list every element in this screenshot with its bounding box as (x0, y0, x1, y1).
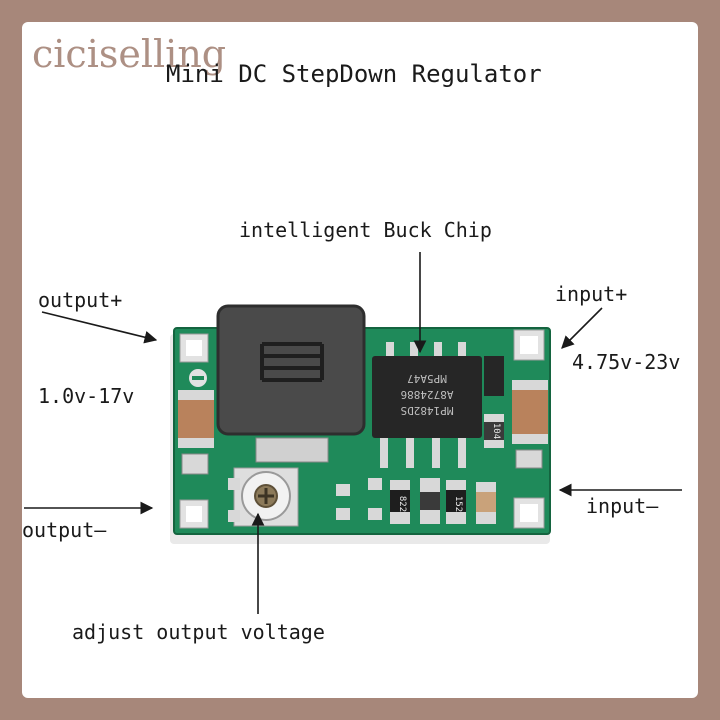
potentiometer[interactable] (233, 467, 299, 527)
resistor-marking-b: 152 (453, 496, 463, 512)
chip-marking-2: A8724886 (401, 388, 454, 401)
input-plus-arrow (561, 307, 603, 349)
input-plus-label: input+ (555, 282, 628, 306)
resistor-marking-a: 822 (397, 496, 407, 512)
output-range-label: 1.0v-17v (38, 384, 135, 408)
chip-marking-1: MP1482DS (401, 404, 454, 417)
regulator-board-illustration: MP1482DS A8724886 MP5A47 822 152 104 (24, 252, 682, 614)
input-minus-label: input— (586, 494, 659, 518)
output-plus-label: output+ (38, 288, 123, 312)
page-title: Mini DC StepDown Regulator (166, 60, 542, 88)
inductor (216, 304, 366, 463)
buck-chip (372, 356, 482, 438)
left-capacitor (178, 390, 214, 448)
capacitor-marking: 104 (491, 423, 501, 439)
output-plus-arrow (41, 311, 158, 344)
input-range-label: 4.75v-23v (572, 350, 681, 374)
chip-pins-bottom (380, 438, 466, 468)
right-capacitor (512, 380, 548, 444)
chip-marking-3: MP5A47 (407, 372, 447, 385)
chip-label: intelligent Buck Chip (239, 218, 492, 242)
smd-diode (484, 356, 504, 396)
bottom-smd-row (228, 478, 496, 524)
watermark-logo: ciciselling (32, 32, 227, 76)
output-minus-label: output— (22, 518, 107, 542)
adjust-label: adjust output voltage (72, 620, 325, 644)
product-image-frame: MP1482DS A8724886 MP5A47 822 152 104 cic… (22, 22, 698, 698)
mounting-pads (179, 329, 545, 529)
